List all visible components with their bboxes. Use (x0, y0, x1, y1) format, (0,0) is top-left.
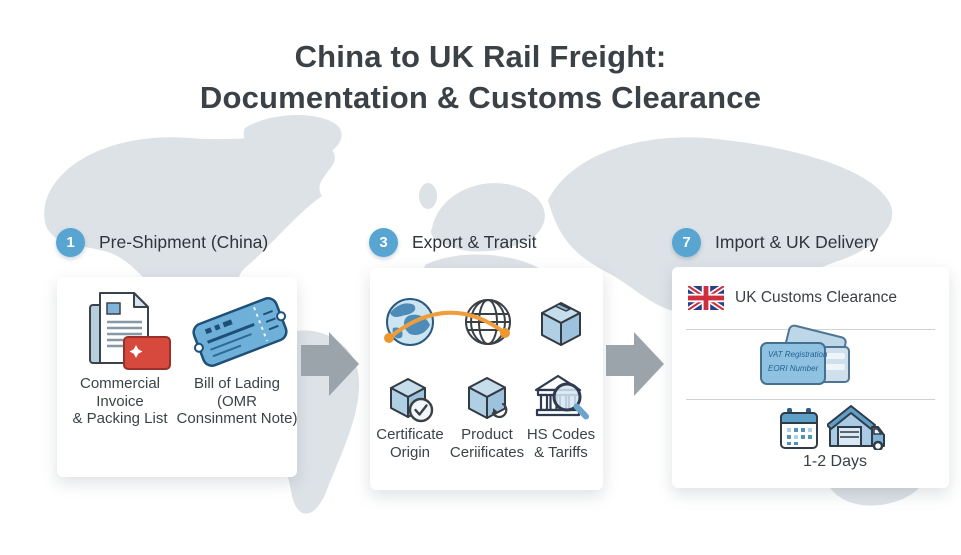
export-transit-card: Certificate Origin Product Ceriificates … (370, 268, 603, 490)
uk-customs-clearance-label: UK Customs Clearance (735, 289, 897, 306)
page-title-line2: Documentation & Customs Clearance (199, 80, 762, 115)
stage3-badge: 7 (672, 228, 701, 257)
stage3-header: 7 Import & UK Delivery (672, 228, 878, 257)
route-arc (384, 310, 510, 343)
stage3-label: Import & UK Delivery (715, 232, 879, 252)
eori-number-text: EORI Number (768, 364, 819, 373)
globe-grid-icon (465, 299, 511, 345)
box-return-icon (468, 377, 508, 419)
page-title-line1: China to UK Rail Freight: (294, 39, 667, 74)
package-box-icon (541, 302, 581, 346)
bill-of-lading-ticket-icon (192, 297, 288, 367)
bank-magnifier-icon (534, 374, 589, 420)
hs-codes-tariffs-label: HS Codes & Tariffs (526, 426, 596, 461)
stage1-badge: 1 (56, 228, 85, 257)
import-uk-delivery-card: UK Customs Clearance VAT Registration EO… (672, 267, 949, 488)
vat-registration-text: VAT Registration (768, 350, 828, 359)
page-title: China to UK Rail Freight: Documentation … (0, 36, 961, 118)
box-check-icon (390, 378, 434, 423)
stage2-badge: 3 (369, 228, 398, 257)
id-card-front: VAT Registration EORI Number (760, 342, 828, 385)
divider (686, 399, 935, 400)
stage2-header: 3 Export & Transit (369, 228, 537, 257)
arrow-right-icon (301, 332, 359, 396)
id-cards-icon: VAT Registration EORI Number (760, 323, 855, 388)
stage1-header: 1 Pre-Shipment (China) (56, 228, 268, 257)
pre-shipment-card: Commercial Invoice & Packing List Bill o… (57, 277, 297, 477)
commercial-invoice-label: Commercial Invoice & Packing List (72, 375, 168, 427)
invoice-documents-icon (89, 292, 171, 370)
delivery-duration-label: 1-2 Days (802, 453, 868, 470)
stage2-label: Export & Transit (412, 232, 537, 252)
stage1-label: Pre-Shipment (China) (99, 232, 269, 252)
calendar-icon (780, 408, 818, 449)
delivery-icons-row (780, 404, 885, 450)
warehouse-truck-icon (827, 405, 885, 450)
product-certificates-label: Product Ceriificates (449, 426, 525, 461)
bill-of-lading-label: Bill of Lading (OMR Consinment Note) (176, 375, 298, 427)
certificate-origin-label: Certificate Origin (376, 426, 444, 461)
uk-customs-header: UK Customs Clearance (688, 286, 897, 310)
uk-flag-icon (688, 286, 724, 310)
arrow-right-icon (606, 332, 664, 396)
